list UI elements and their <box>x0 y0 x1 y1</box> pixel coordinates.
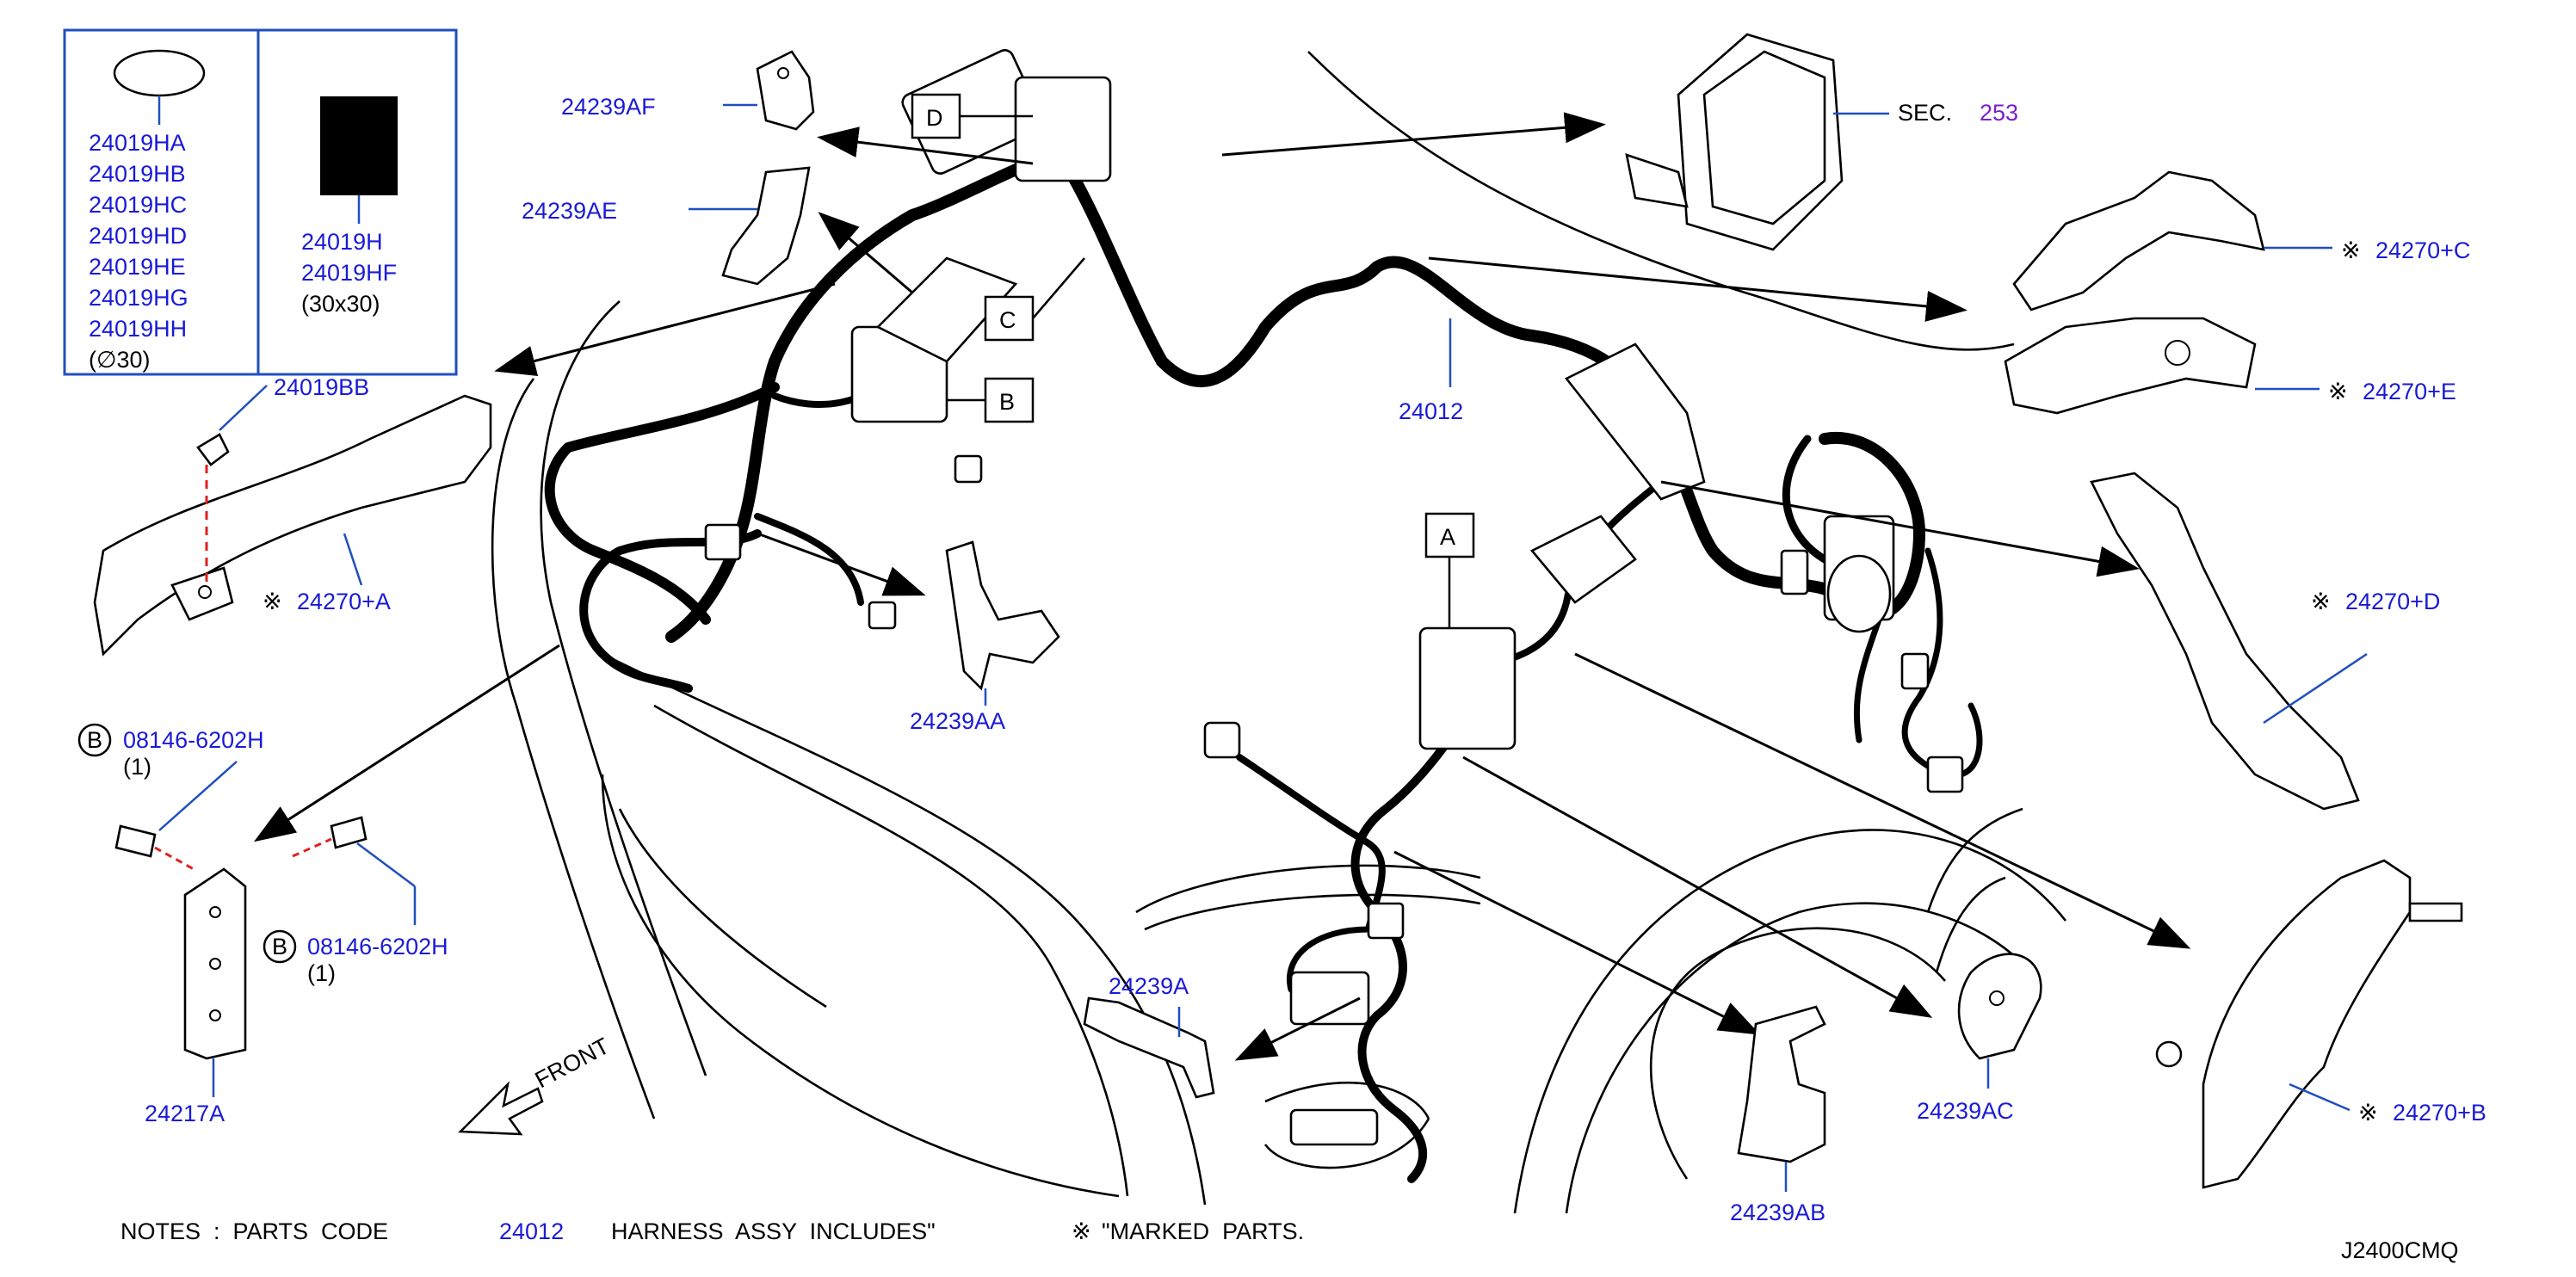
bracket-24239A: 24239A <box>1083 973 1215 1099</box>
legend-square-size: (30x30) <box>301 291 380 317</box>
legend-part-24019HE[interactable]: 24019HE <box>89 254 186 280</box>
legend-part-24019HG[interactable]: 24019HG <box>89 285 188 311</box>
mark-24270A: ※ <box>263 589 282 614</box>
sec-number[interactable]: 253 <box>1980 100 2018 126</box>
ecu-module: SEC. 253 <box>1625 33 2018 251</box>
label-24239AF[interactable]: 24239AF <box>561 94 656 120</box>
notes-mark: ※ <box>1072 1218 1091 1244</box>
legend-part-24019HB[interactable]: 24019HB <box>89 161 186 187</box>
front-direction-indicator: FRONT <box>458 1033 614 1136</box>
round-grommet-icon <box>113 49 206 97</box>
bolt1-letter: B <box>87 727 102 753</box>
bracket-24239AA: 24239AA <box>910 540 1060 734</box>
notes-code[interactable]: 24012 <box>499 1218 564 1244</box>
legend-round-size: (∅30) <box>89 347 151 373</box>
bracket-24217A: 24217A B 08146-6202H (1) B 08146-6202H (… <box>77 723 448 1126</box>
label-24270B[interactable]: 24270+B <box>2393 1100 2486 1126</box>
label-bolt2[interactable]: 08146-6202H <box>307 934 448 959</box>
label-24270D[interactable]: 24270+D <box>2345 589 2440 614</box>
label-24270A[interactable]: 24270+A <box>297 589 391 614</box>
arrows <box>253 112 2191 1061</box>
square-pad-icon <box>320 96 398 195</box>
protector-24270D: ※ 24270+D <box>2090 472 2440 811</box>
label-24012[interactable]: 24012 <box>1399 398 1463 424</box>
legend-box: 24019HA 24019HB 24019HC 24019HD 24019HE … <box>63 28 458 376</box>
label-24239AA[interactable]: 24239AA <box>910 708 1005 734</box>
vehicle-body-outline <box>491 51 2067 1214</box>
label-24217A[interactable]: 24217A <box>145 1101 225 1126</box>
mark-24270D: ※ <box>2311 589 2331 614</box>
label-group-24012: 24012 <box>1399 318 1463 424</box>
legend-part-24019HA[interactable]: 24019HA <box>89 130 186 156</box>
legend-part-24019H[interactable]: 24019H <box>301 229 383 255</box>
main-harness-24012 <box>544 49 1983 1183</box>
front-label: FRONT <box>531 1033 614 1093</box>
mark-24270B: ※ <box>2358 1100 2378 1126</box>
protector-24270C: ※ 24270+C <box>2012 170 2470 312</box>
label-bolt1[interactable]: 08146-6202H <box>123 727 264 753</box>
legend-part-24019HF[interactable]: 24019HF <box>301 260 397 286</box>
protector-24270B: ※ 24270+B <box>2155 859 2486 1189</box>
diagram-id: J2400CMQ <box>2341 1237 2459 1263</box>
notes: NOTES : PARTS CODE 24012 HARNESS ASSY IN… <box>120 1218 1304 1244</box>
grommet-24239AC: 24239AC <box>1917 953 2042 1124</box>
box-label-C: C <box>984 257 1085 342</box>
label-24270E[interactable]: 24270+E <box>2363 379 2456 404</box>
label-24270C[interactable]: 24270+C <box>2375 238 2470 263</box>
svg-text:A: A <box>1440 524 1455 550</box>
bolt1-qty: (1) <box>123 754 151 780</box>
label-24239AC[interactable]: 24239AC <box>1917 1098 2014 1124</box>
bracket-24239AF: 24239AF <box>561 50 815 131</box>
bolt2-letter: B <box>272 934 287 959</box>
legend-part-24019HC[interactable]: 24019HC <box>89 192 187 218</box>
box-label-A: A <box>1424 512 1475 628</box>
svg-text:C: C <box>999 307 1016 333</box>
label-24239AB[interactable]: 24239AB <box>1730 1200 1825 1225</box>
sec-label: SEC. <box>1898 100 1952 126</box>
box-label-B: B <box>947 377 1035 423</box>
mark-24270E: ※ <box>2328 379 2348 404</box>
label-24019BB[interactable]: 24019BB <box>274 374 369 400</box>
notes-prefix: NOTES : PARTS CODE <box>120 1218 388 1244</box>
legend-part-24019HD[interactable]: 24019HD <box>89 223 187 249</box>
protector-24270A: 24019BB ※ 24270+A <box>93 374 492 657</box>
notes-middle: HARNESS ASSY INCLUDES" <box>611 1218 936 1244</box>
notes-suffix: "MARKED PARTS. <box>1102 1218 1304 1244</box>
label-24239A[interactable]: 24239A <box>1109 973 1189 999</box>
mark-24270C: ※ <box>2341 238 2361 263</box>
bolt2-qty: (1) <box>307 960 336 986</box>
bracket-24239AB: 24239AB <box>1730 1005 1826 1225</box>
label-24239AE[interactable]: 24239AE <box>522 198 617 224</box>
svg-text:B: B <box>999 389 1015 415</box>
bracket-24239AE: 24239AE <box>522 166 811 286</box>
svg-text:D: D <box>926 105 943 131</box>
legend-part-24019HH[interactable]: 24019HH <box>89 316 187 342</box>
box-label-D: D <box>911 93 1033 139</box>
protector-24270E: ※ 24270+E <box>2004 317 2456 415</box>
